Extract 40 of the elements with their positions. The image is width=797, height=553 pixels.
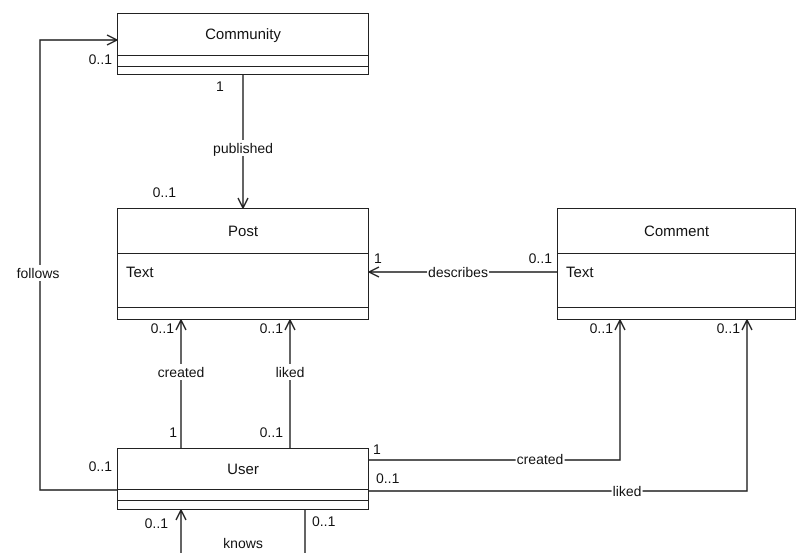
multiplicity-label: 0..1 [152,184,176,200]
class-name: Community [204,25,282,45]
class-name: User [226,460,260,480]
association-arrow [175,319,187,448]
multiplicity-label: 0..1 [88,458,112,474]
class-attribute: Text [566,264,594,281]
edge-label: knows [222,535,264,551]
edge-label: published [212,140,274,156]
edge-label: follows [16,265,60,281]
class-box [117,13,369,75]
association-arrow [369,319,753,492]
class-name: Post [226,222,259,242]
multiplicity-label: 0..1 [88,51,112,67]
multiplicity-label: 1 [169,424,177,440]
association-arrow [175,509,306,553]
association-arrow [237,75,249,209]
multiplicity-label: 0..1 [260,424,283,440]
class-box [117,208,369,320]
association-arrow [284,319,296,448]
edge-label: liked [274,364,306,380]
multiplicity-label: 0..1 [376,470,400,486]
multiplicity-label: 0..1 [312,513,336,529]
association-arrow [39,34,118,491]
edge-label: describes [427,264,489,280]
multiplicity-label: 0..1 [144,515,168,531]
edge-label: created [156,364,206,380]
class-box [117,448,369,510]
multiplicity-label: 1 [373,441,381,457]
class-name: Comment [642,222,710,242]
multiplicity-label: 1 [374,250,382,266]
edge-label: liked [612,483,642,499]
class-box [557,208,796,320]
multiplicity-label: 0..1 [716,320,740,336]
edge-label: created [516,451,564,467]
class-attribute: Text [126,264,154,281]
multiplicity-label: 0..1 [590,320,613,336]
multiplicity-label: 1 [216,78,224,94]
multiplicity-label: 0..1 [150,320,174,336]
multiplicity-label: 0..1 [260,320,283,336]
multiplicity-label: 0..1 [528,250,552,266]
